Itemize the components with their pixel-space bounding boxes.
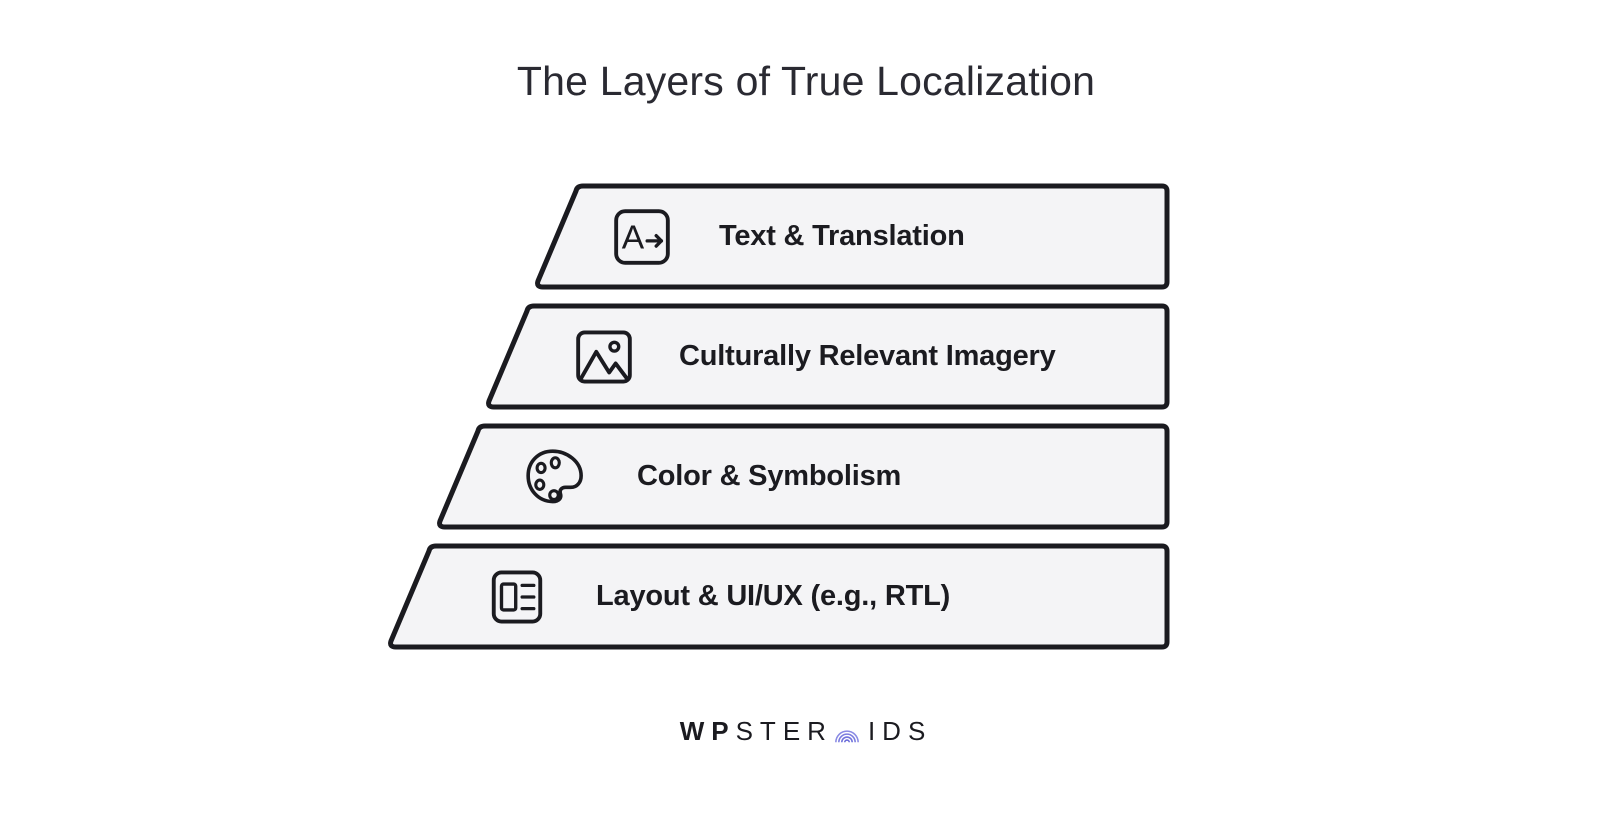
layer-label: Culturally Relevant Imagery	[679, 340, 1056, 372]
layer-content: A Text & Translation	[611, 183, 965, 290]
layer-trapezoid-shape	[435, 423, 1170, 530]
svg-text:A: A	[622, 219, 645, 256]
pyramid-layer-culturally-relevant-imagery[interactable]: Culturally Relevant Imagery	[484, 303, 1170, 410]
logo-text-ster: STER	[735, 716, 833, 746]
image-icon	[576, 330, 632, 383]
pyramid-layer-text-translation[interactable]: A Text & Translation	[533, 183, 1170, 290]
translate-icon: A	[614, 208, 670, 265]
page-title: The Layers of True Localization	[516, 58, 1096, 104]
layer-trapezoid-shape	[533, 183, 1170, 290]
palette-icon	[526, 448, 583, 503]
layout-icon	[491, 570, 543, 623]
pyramid-stack: A Text & Translation Culturally Relevant…	[0, 183, 1612, 653]
layer-content: Color & Symbolism	[523, 423, 901, 530]
wpsteroids-logo[interactable]: WP STER IDS	[0, 716, 1612, 747]
pyramid-layer-layout-uiux[interactable]: Layout & UI/UX (e.g., RTL)	[386, 543, 1170, 650]
layer-content: Culturally Relevant Imagery	[573, 303, 1056, 410]
arc-mark-icon	[835, 729, 859, 742]
layer-content: Layout & UI/UX (e.g., RTL)	[486, 543, 950, 650]
layer-label: Text & Translation	[719, 220, 965, 252]
pyramid-layer-color-symbolism[interactable]: Color & Symbolism	[435, 423, 1170, 530]
logo-text-ids: IDS	[867, 716, 933, 746]
logo-text-wp: WP	[679, 716, 736, 746]
layer-trapezoid-shape	[386, 543, 1170, 650]
layer-label: Color & Symbolism	[637, 460, 902, 492]
layer-label: Layout & UI/UX (e.g., RTL)	[596, 580, 951, 612]
layer-trapezoid-shape	[484, 303, 1170, 410]
